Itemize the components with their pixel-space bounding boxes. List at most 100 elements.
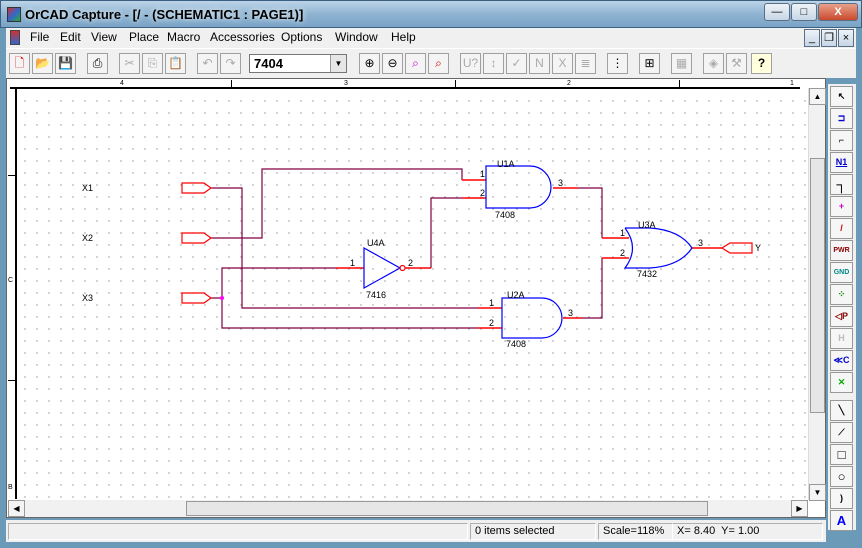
- menu-edit[interactable]: Edit: [60, 30, 81, 44]
- polyline-icon[interactable]: ⟋: [830, 422, 853, 443]
- help-icon[interactable]: ?: [751, 53, 772, 74]
- layout-icon[interactable]: ◈: [703, 53, 724, 74]
- ground-icon[interactable]: GND: [830, 262, 853, 283]
- save-icon[interactable]: 💾: [55, 53, 76, 74]
- drc-icon[interactable]: ✓: [506, 53, 527, 74]
- close-button[interactable]: X: [818, 3, 858, 21]
- ruler-top: 4 3 2 1: [10, 80, 800, 89]
- wire-x2[interactable]: [211, 168, 463, 239]
- rectangle-icon[interactable]: □: [830, 444, 853, 465]
- wire-x3[interactable]: [211, 297, 478, 329]
- mdi-minimize-button[interactable]: _: [804, 29, 820, 47]
- redo-icon[interactable]: ↷: [220, 53, 241, 74]
- scroll-right-button[interactable]: ▶: [791, 500, 808, 517]
- menu-options[interactable]: Options: [281, 30, 323, 44]
- pin-number: 1: [480, 169, 485, 179]
- part-ref-u1a: U1A: [497, 159, 515, 169]
- mdi-close-button[interactable]: ×: [838, 29, 854, 47]
- hierarchical-port-icon[interactable]: ◁P: [830, 306, 853, 327]
- and-gate-u1a[interactable]: [485, 165, 552, 209]
- menu-help[interactable]: Help: [391, 30, 416, 44]
- scroll-left-button[interactable]: ◀: [8, 500, 25, 517]
- zoom-all-icon[interactable]: ⌕: [428, 53, 449, 74]
- scroll-down-button[interactable]: ▼: [809, 484, 826, 501]
- schematic-canvas[interactable]: [17, 91, 807, 499]
- mdi-restore-button[interactable]: ❐: [821, 29, 837, 47]
- wire-inv-out[interactable]: [430, 197, 462, 268]
- snap-to-grid-icon[interactable]: ⋮: [607, 53, 628, 74]
- copy-icon[interactable]: ⎘: [142, 53, 163, 74]
- place-bus-icon[interactable]: ┐: [830, 174, 853, 195]
- chevron-down-icon[interactable]: ▼: [330, 55, 346, 72]
- cut-icon[interactable]: ✂: [119, 53, 140, 74]
- horizontal-scroll-thumb[interactable]: [186, 501, 708, 516]
- pin-number: 3: [568, 308, 573, 318]
- line-icon[interactable]: ╲: [830, 400, 853, 421]
- and-gate-u2a[interactable]: [501, 297, 563, 339]
- back-annotate-icon[interactable]: ↕: [483, 53, 504, 74]
- power-icon[interactable]: PWR: [830, 240, 853, 261]
- place-part-icon[interactable]: ⊐: [830, 108, 853, 129]
- print-icon[interactable]: ⎙: [87, 53, 108, 74]
- arc-icon[interactable]: ): [830, 488, 853, 509]
- build-icon[interactable]: ⚒: [726, 53, 747, 74]
- off-page-connector-icon[interactable]: ≪C: [830, 350, 853, 371]
- junction-dot[interactable]: [220, 296, 224, 300]
- zoom-area-icon[interactable]: ⌕: [405, 53, 426, 74]
- place-wire-icon[interactable]: ⌐: [830, 130, 853, 151]
- menu-place[interactable]: Place: [129, 30, 160, 44]
- bus-entry-icon[interactable]: /: [830, 218, 853, 239]
- menu-accessories[interactable]: Accessories: [210, 30, 275, 44]
- menu-macro[interactable]: Macro: [167, 30, 201, 44]
- port-y[interactable]: [720, 242, 753, 254]
- net-alias-icon[interactable]: N1: [830, 152, 853, 173]
- document-icon[interactable]: [10, 30, 20, 45]
- new-icon[interactable]: 🗋: [9, 53, 30, 74]
- parts: [363, 165, 693, 339]
- port-x2[interactable]: [181, 232, 213, 244]
- paste-icon[interactable]: 📋: [165, 53, 186, 74]
- port-x3[interactable]: [181, 292, 213, 304]
- app-icon: [7, 7, 21, 22]
- junction-icon[interactable]: +: [830, 196, 853, 217]
- vertical-scrollbar[interactable]: ▲ ▼: [808, 88, 826, 501]
- scroll-up-button[interactable]: ▲: [809, 88, 826, 105]
- port-x1[interactable]: [181, 182, 213, 194]
- inverter-u4a[interactable]: [363, 246, 402, 290]
- selection-status: 0 items selected: [470, 523, 596, 540]
- select-icon[interactable]: ↖: [830, 86, 853, 107]
- wire-x3-inv[interactable]: [221, 267, 336, 298]
- open-icon[interactable]: 📂: [32, 53, 53, 74]
- netlist-icon[interactable]: N: [529, 53, 550, 74]
- undo-icon[interactable]: ↶: [197, 53, 218, 74]
- cross-reference-icon[interactable]: X: [552, 53, 573, 74]
- menu-window[interactable]: Window: [335, 30, 378, 44]
- or-gate-u3a[interactable]: [623, 227, 693, 269]
- wire-u2-out[interactable]: [582, 258, 603, 319]
- horizontal-scrollbar[interactable]: ◀ ▶: [8, 500, 808, 517]
- no-connect-icon[interactable]: ✕: [830, 372, 853, 393]
- bill-of-materials-icon[interactable]: ≣: [575, 53, 596, 74]
- text-icon[interactable]: A: [830, 510, 853, 531]
- wire-x1[interactable]: [211, 187, 478, 309]
- zoom-out-icon[interactable]: ⊖: [382, 53, 403, 74]
- ellipse-icon[interactable]: ○: [830, 466, 853, 487]
- menu-view[interactable]: View: [91, 30, 117, 44]
- hierarchical-block-icon[interactable]: ⁘: [830, 284, 853, 305]
- window-title: OrCAD Capture - [/ - (SCHEMATIC1 : PAGE1…: [25, 7, 304, 22]
- ports: [181, 182, 753, 304]
- project-manager-icon[interactable]: ⊞: [639, 53, 660, 74]
- part-combo[interactable]: 7404▼: [249, 54, 347, 73]
- annotate-icon[interactable]: U?: [460, 53, 481, 74]
- menu-file[interactable]: File: [30, 30, 50, 44]
- status-bar: 0 items selected Scale=118% X= 8.40 Y= 1…: [6, 520, 826, 542]
- port-label-x3: X3: [82, 293, 93, 303]
- maximize-button[interactable]: □: [791, 3, 817, 21]
- zoom-in-icon[interactable]: ⊕: [359, 53, 380, 74]
- wire-u1-out[interactable]: [578, 187, 603, 238]
- minimize-button[interactable]: —: [764, 3, 790, 21]
- hierarchical-pin-icon[interactable]: H: [830, 328, 853, 349]
- simulate-icon[interactable]: ▦: [671, 53, 692, 74]
- vertical-scroll-thumb[interactable]: [810, 158, 825, 413]
